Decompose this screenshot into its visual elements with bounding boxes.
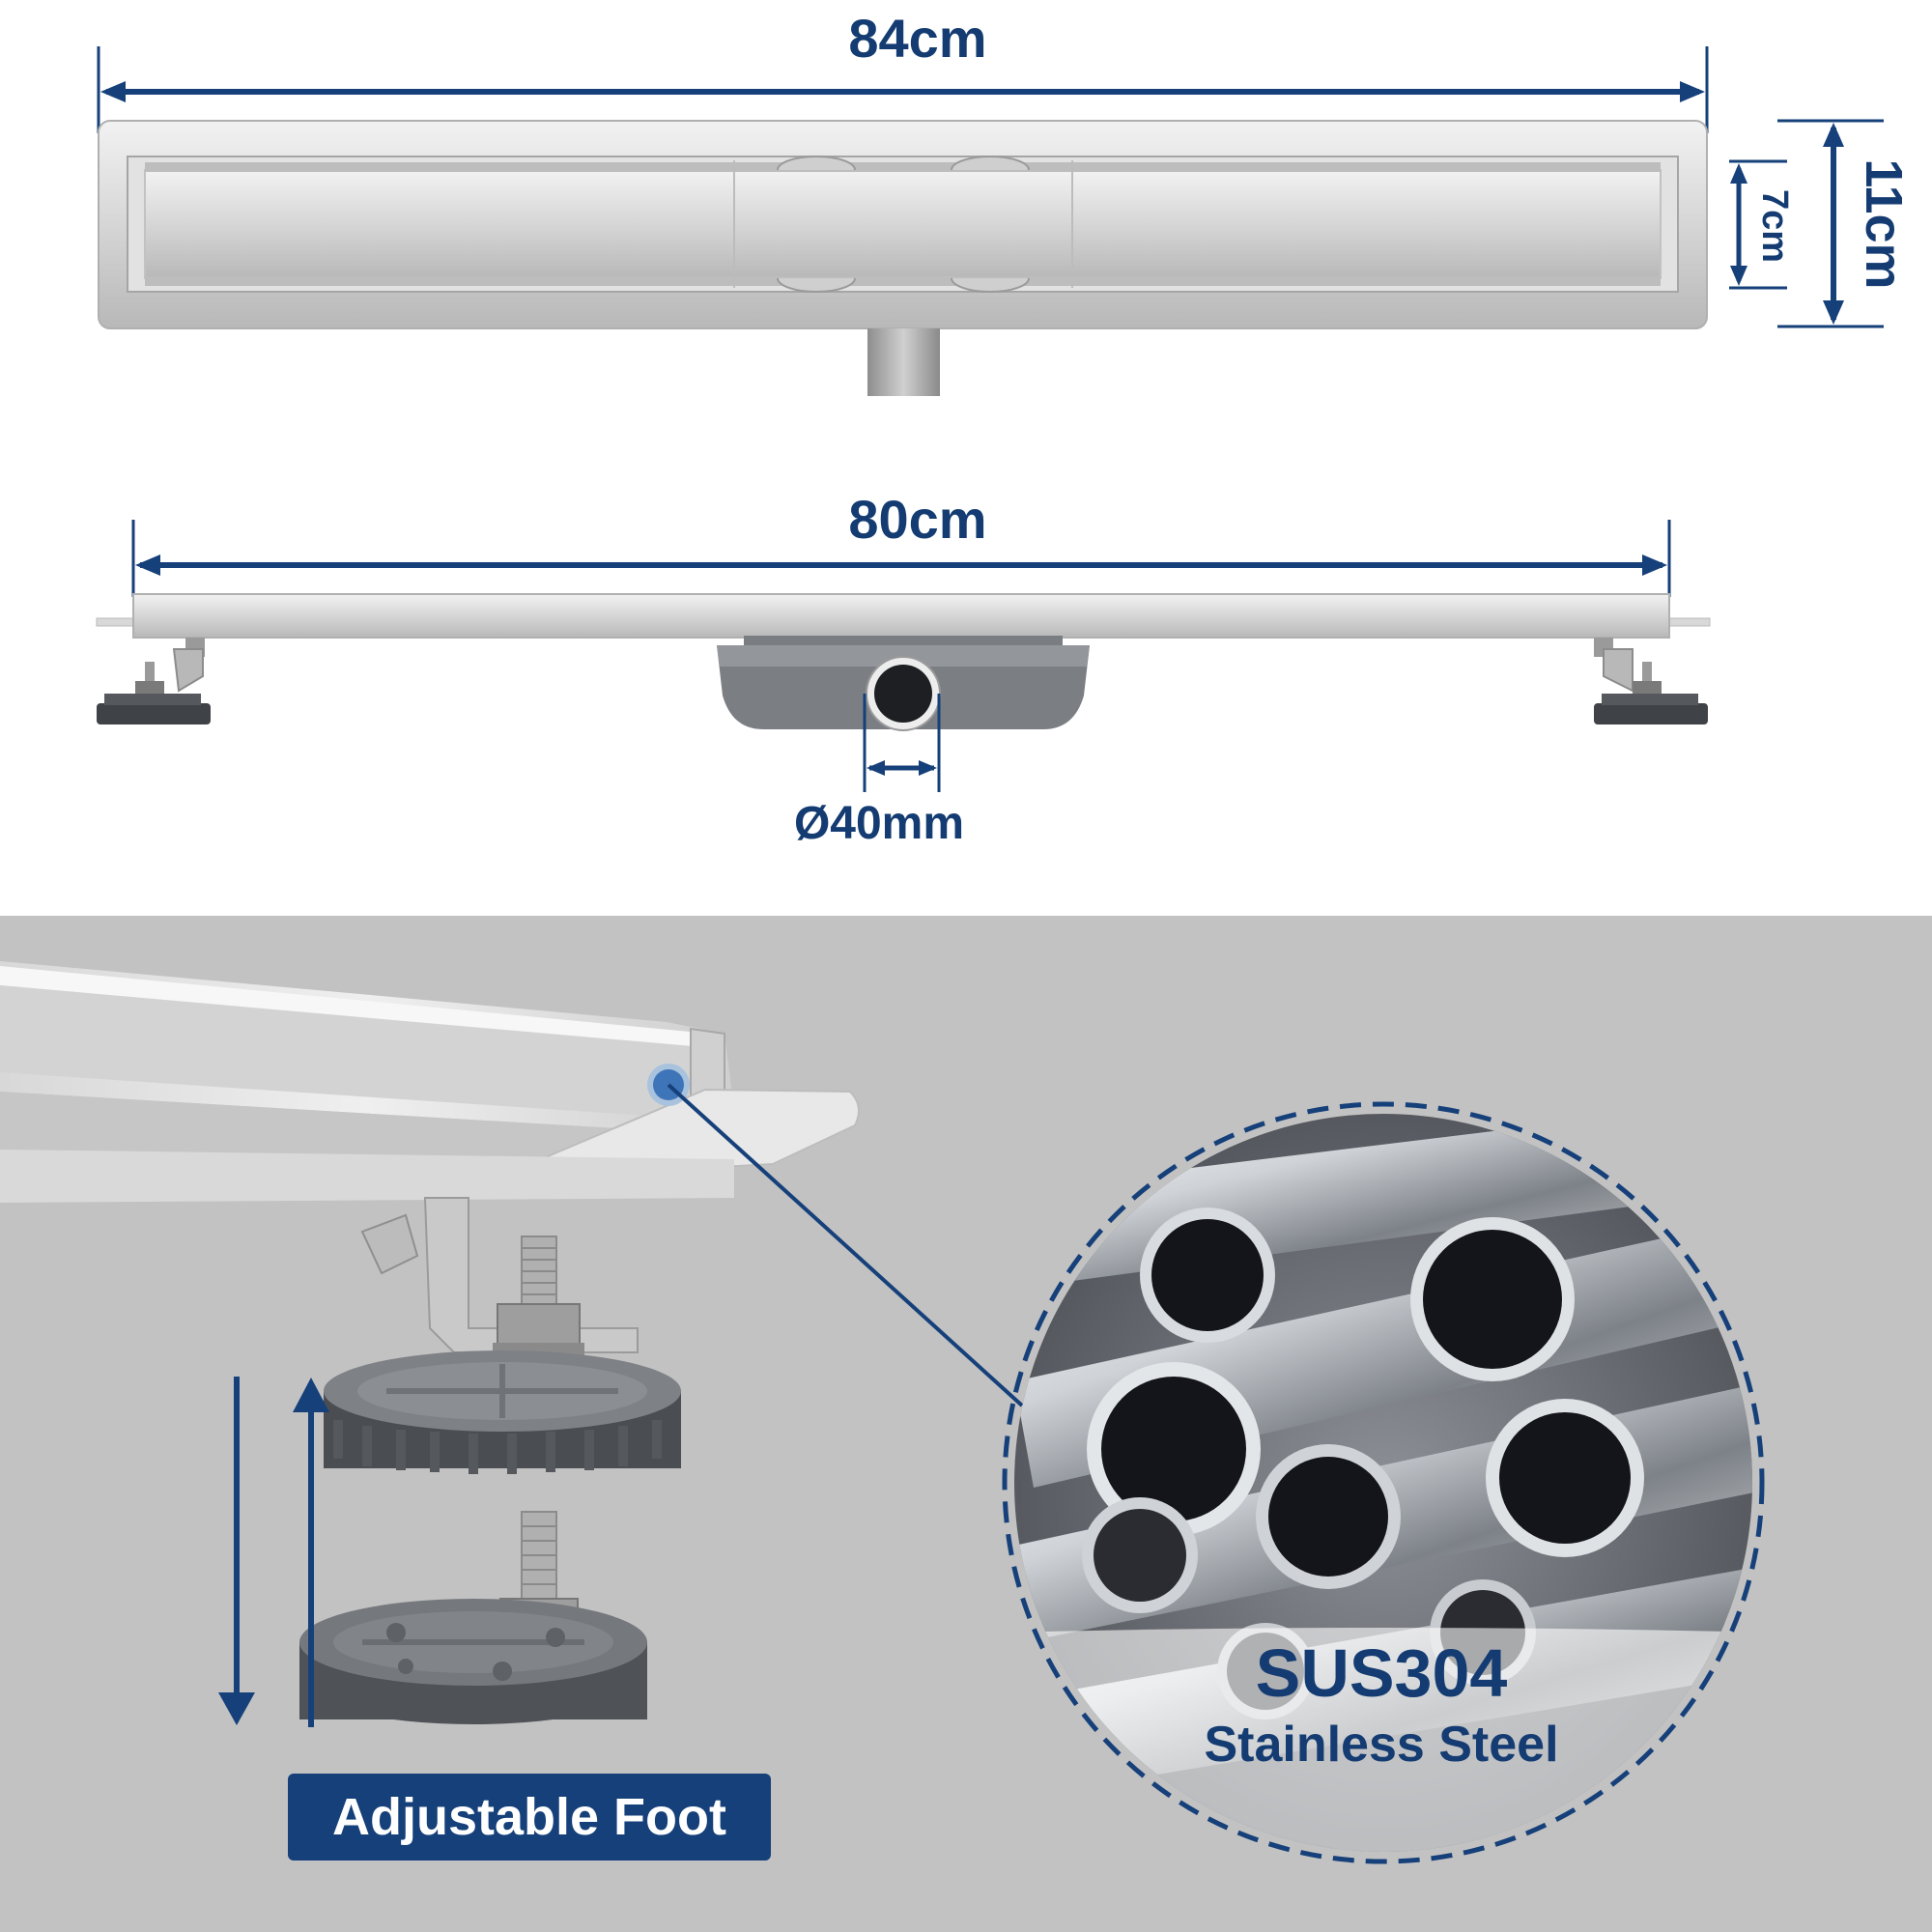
drain-closeup [0,961,1024,1727]
material-name-label: Stainless Steel [1204,1717,1559,1773]
outlet-diameter-label: Ø40mm [793,798,965,849]
top-view [97,46,1884,396]
adjustable-foot-badge: Adjustable Foot [288,1774,771,1861]
bottom-width-label: 80cm [848,489,987,550]
top-width-label: 84cm [848,8,987,69]
material-code-label: SUS304 [1255,1635,1508,1711]
side-view [96,520,1711,792]
inner-height-label: 7cm [1754,188,1795,264]
outer-height-label: 11cm [1855,158,1913,290]
